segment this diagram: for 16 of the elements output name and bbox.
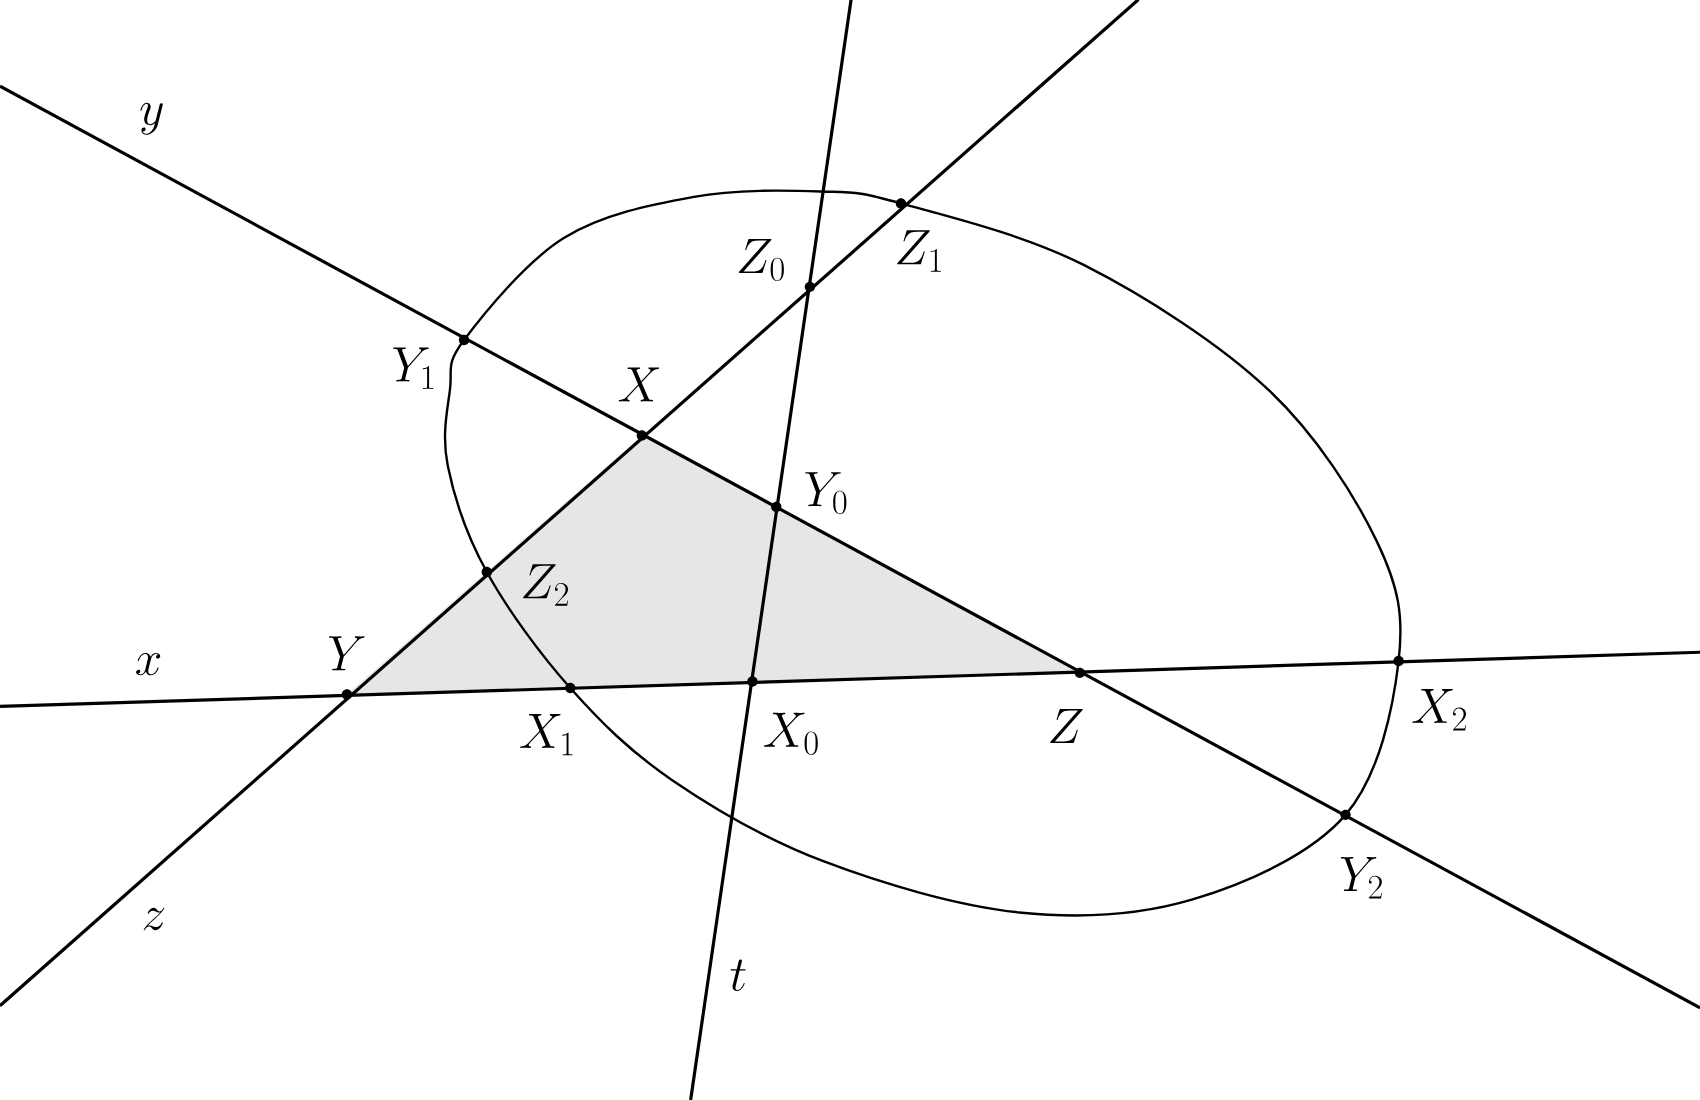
point-label: $Z_2$ — [523, 564, 569, 606]
point-label: $Z$ — [1050, 709, 1083, 743]
point-label: $Y_0$ — [805, 472, 847, 515]
point-label: $Y_1$ — [393, 347, 434, 389]
point-label: $X_2$ — [1412, 689, 1467, 731]
point-label: $Y$ — [329, 636, 365, 671]
line-label: $t$ — [730, 959, 746, 992]
point-label: $Z_0$ — [738, 239, 784, 282]
line-label: $z$ — [143, 907, 165, 931]
point-label: $X_0$ — [764, 712, 818, 755]
line-label: $x$ — [136, 652, 161, 676]
point-label: $X$ — [618, 367, 660, 402]
line-label: $y$ — [140, 102, 163, 135]
point-label: $Y_2$ — [1340, 857, 1382, 899]
point-label: $Z_1$ — [897, 230, 941, 272]
point-label: $X_1$ — [520, 713, 573, 756]
